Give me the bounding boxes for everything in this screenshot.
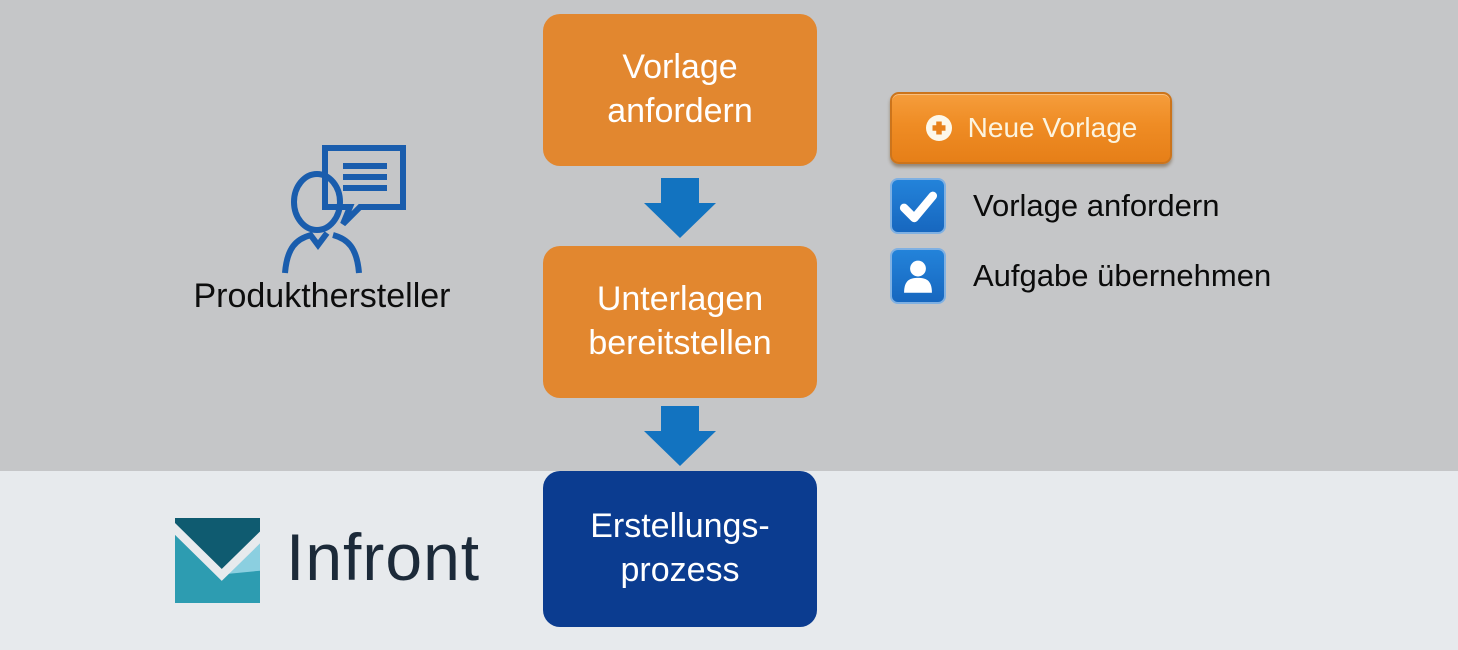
flow-step-unterlagen-bereitstellen: Unterlagen bereitstellen: [543, 246, 817, 398]
legend-item-aufgabe-uebernehmen: Aufgabe übernehmen: [890, 247, 1271, 305]
neue-vorlage-button[interactable]: Neue Vorlage: [890, 92, 1172, 164]
down-arrow-icon: [644, 406, 716, 466]
flow-step-label-line: Unterlagen: [596, 280, 764, 319]
legend-item-vorlage-anfordern: Vorlage anfordern: [890, 177, 1219, 235]
neue-vorlage-button-label: Neue Vorlage: [967, 112, 1138, 143]
flow-step-vorlage-anfordern: Vorlage anfordern: [543, 14, 817, 166]
actor-label: Produkthersteller: [193, 277, 451, 315]
flow-step-label-line: Vorlage: [622, 48, 738, 87]
flow-step-label-line: prozess: [620, 551, 740, 589]
legend-item-label: Vorlage anfordern: [973, 188, 1220, 223]
infront-logo-icon: [175, 518, 260, 603]
flow-step-label-line: anfordern: [607, 92, 753, 130]
plus-circle-icon: [925, 115, 952, 141]
person-icon: [890, 248, 946, 304]
flow-step-erstellungsprozess: Erstellungs- prozess: [543, 471, 817, 627]
down-arrow-icon: [644, 178, 716, 238]
legend-item-label: Aufgabe übernehmen: [973, 258, 1272, 293]
infront-logo-text: Infront: [286, 520, 481, 594]
checkmark-icon: [890, 178, 946, 234]
person-speech-bubble-icon: [282, 145, 406, 274]
flow-step-label-line: bereitstellen: [588, 324, 772, 362]
flow-step-label-line: Erstellungs-: [590, 507, 770, 546]
